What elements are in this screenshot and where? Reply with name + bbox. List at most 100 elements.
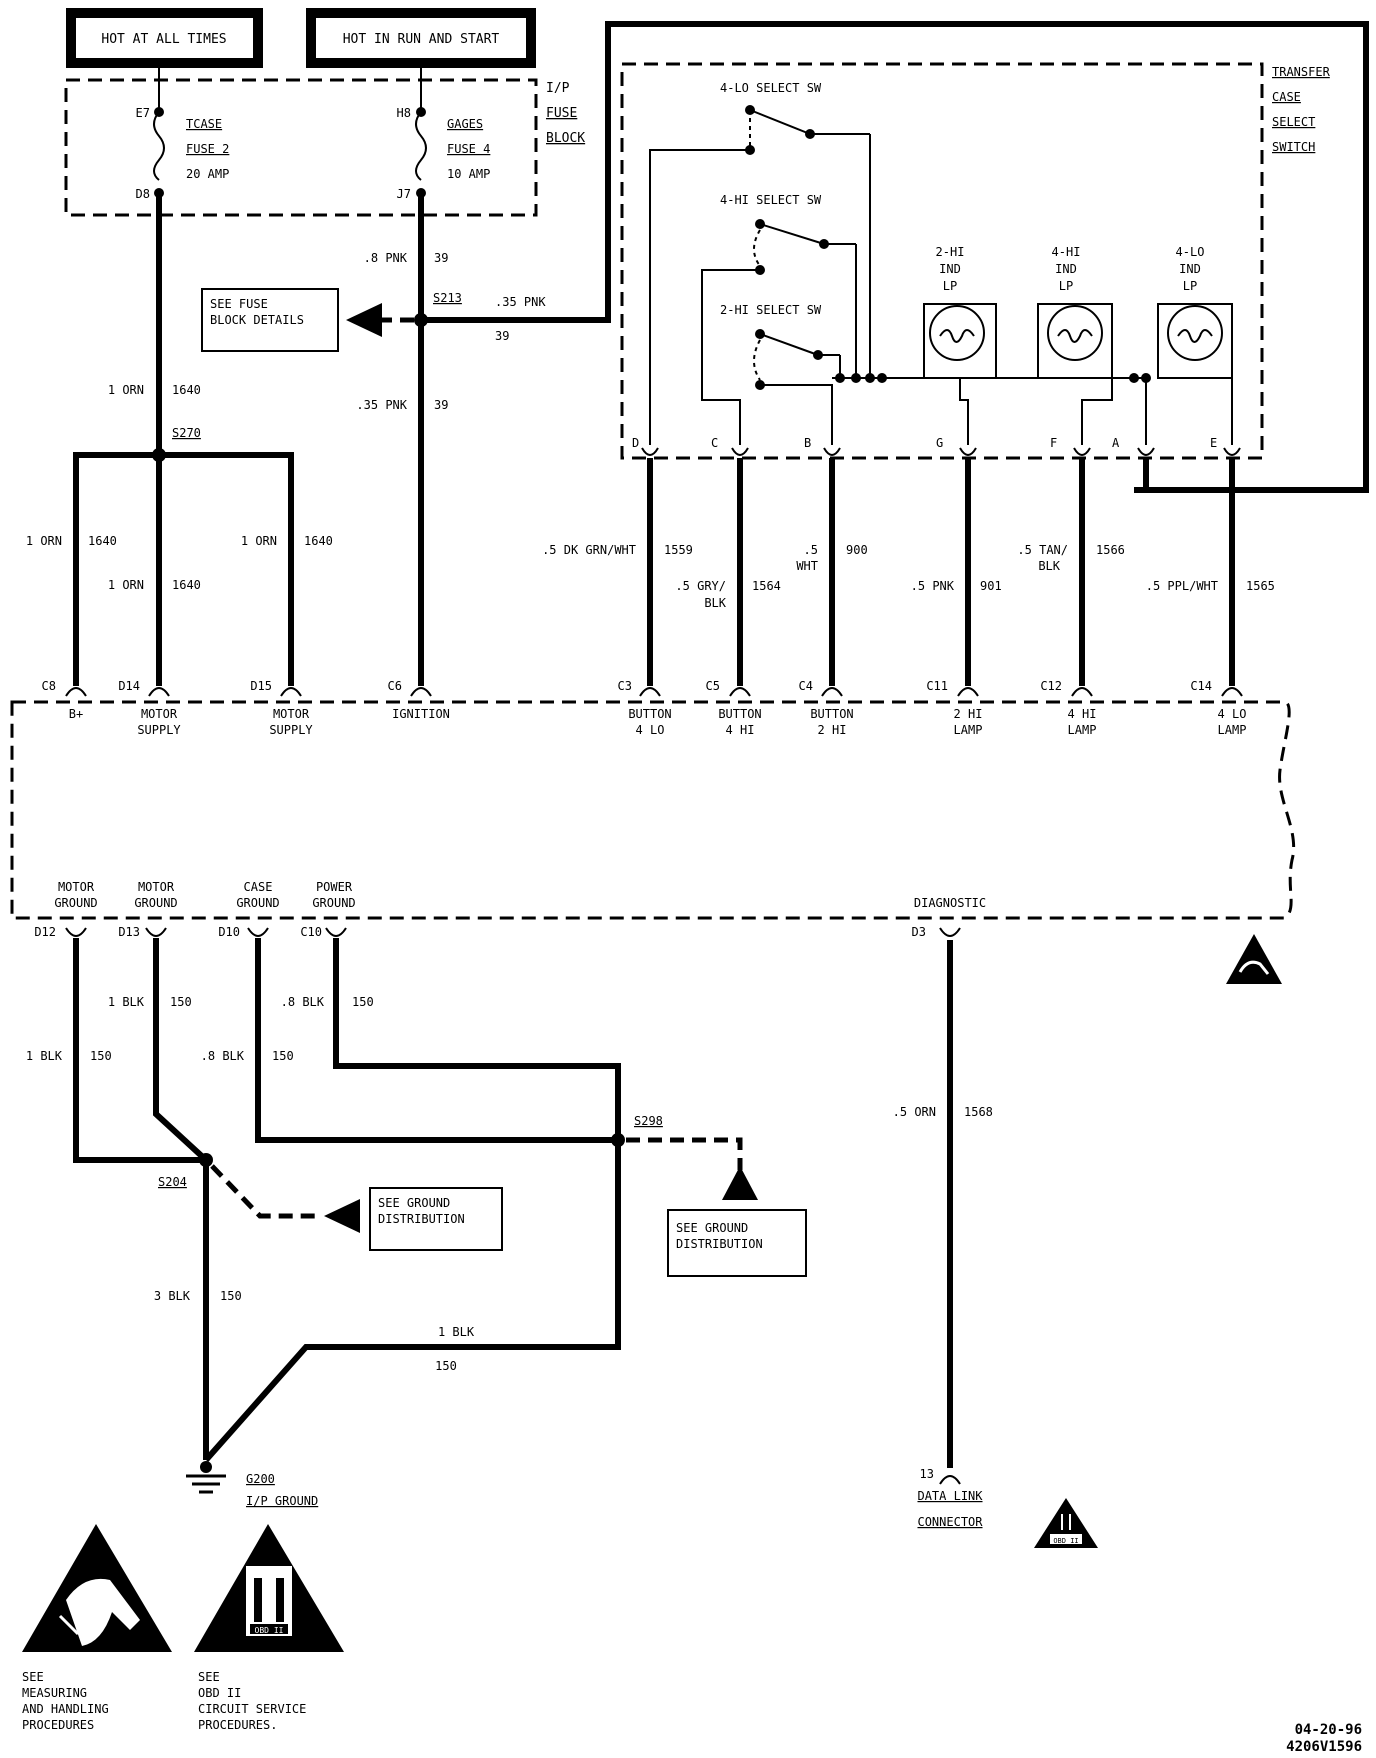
wire-1566-color: BLK [1038,559,1060,573]
label-motor-supply-1b: SUPPLY [137,723,181,737]
obd-large-label: OBD II [255,1626,284,1635]
sw-4lo-label: 4-LO SELECT SW [720,81,822,95]
fuse-details-arrow-icon [346,303,382,337]
lamp-4hi-indicator: 4-HI IND LP [1037,245,1113,445]
pin-c5: C5 [706,679,720,693]
pin-c3: C3 [618,679,632,693]
wire-d12-ground [73,938,206,1163]
switch-title-3: SELECT [1272,115,1315,129]
fuse-tcase-number: FUSE 2 [186,142,229,156]
wire-1566-circuit: 1566 [1096,543,1125,557]
transfer-case-select-switch: TRANSFER CASE SELECT SWITCH 4-LO SELECT … [620,62,1331,460]
ground-dist-1-line1: SEE GROUND [378,1196,450,1210]
ground-g200-name: I/P GROUND [246,1494,318,1508]
measuring-line1: SEE [22,1670,44,1684]
wire-pnk-8-gauge: .8 PNK [364,251,408,265]
splice-s270-label: S270 [172,426,201,440]
fuse-tcase-bottom-pin: D8 [136,187,150,201]
fuse-tcase-amp: 20 AMP [186,167,229,181]
wire-901-gauge: .5 PNK [911,579,955,593]
label-power-ground-b: GROUND [312,896,355,910]
obd-line4: PROCEDURES. [198,1718,277,1732]
label-ignition: IGNITION [392,707,450,721]
fuse-details-line-2: BLOCK DETAILS [210,313,304,327]
ground-dist-arrow-1-icon [324,1199,360,1233]
wire-orn-1640-left [73,452,159,686]
wire-c10-gauge: .8 BLK [281,995,325,1009]
lamp-4lo-line1: 4-LO [1176,245,1205,259]
wire-pnk-35-lower-circuit: 39 [434,398,448,412]
see-ground-distribution-note-1: SEE GROUND DISTRIBUTION [369,1187,503,1251]
label-power-ground-a: POWER [316,880,353,894]
switch-connectors [641,447,1241,456]
module-bottom-pin-labels: MOTOR GROUND D12 MOTOR GROUND D13 CASE G… [34,880,986,939]
wire-pin-a-feed [1134,458,1149,493]
label-button-4lo-b: 4 LO [636,723,665,737]
wire-900-gauge: .5 [804,543,818,557]
lamp-2hi-indicator: 2-HI IND LP [923,245,997,445]
fuse-block-title-3: BLOCK [546,131,585,146]
wire-1blk-gauge: 1 BLK [438,1325,475,1339]
obd-ii-large-icon: OBD II [194,1524,344,1652]
pin-d14: D14 [118,679,140,693]
wire-orn-left-gauge: 1 ORN [26,534,62,548]
wire-orn-main-gauge: 1 ORN [108,383,144,397]
measuring-line4: PROCEDURES [22,1718,94,1732]
splice-s298-dot [611,1133,625,1147]
lamp-4hi-line3: LP [1059,279,1073,293]
wire-orn-mid-circuit: 1640 [172,578,201,592]
pin-a: A [1112,436,1120,450]
sw-2hi-label: 2-HI SELECT SW [720,303,822,317]
wire-c10-ground [203,938,621,1462]
sw-4hi-label: 4-HI SELECT SW [720,193,822,207]
wire-d13-ground [153,938,209,1163]
obd-line1: SEE [198,1670,220,1684]
pin-d10: D10 [218,925,240,939]
splice-s213-label: S213 [433,291,462,305]
label-case-ground-b: GROUND [236,896,279,910]
esd-measuring-icon [22,1524,172,1652]
wire-3blk-gauge: 3 BLK [154,1289,191,1303]
label-motor-ground-2a: MOTOR [138,880,175,894]
label-motor-ground-1a: MOTOR [58,880,95,894]
pin-d12: D12 [34,925,56,939]
switch-title-4: SWITCH [1272,140,1315,154]
pin-c12: C12 [1040,679,1062,693]
lamp-4lo-line2: IND [1179,262,1201,276]
label-4lo-lamp-a: 4 LO [1218,707,1247,721]
pin-c6: C6 [388,679,402,693]
fuse-gages-amp: 10 AMP [447,167,490,181]
footer-obd-text: SEE OBD II CIRCUIT SERVICE PROCEDURES. [198,1670,306,1732]
pin-g: G [936,436,943,450]
wire-1566-gauge: .5 TAN/ [1017,543,1068,557]
pin-d3: D3 [912,925,926,939]
wire-1564-color: BLK [704,596,726,610]
fuse-block-title-2: FUSE [546,106,577,121]
wire-901-circuit: 901 [980,579,1002,593]
lamp-2hi-line1: 2-HI [936,245,965,259]
label-button-4lo-a: BUTTON [628,707,671,721]
see-fuse-block-details-note: SEE FUSE BLOCK DETAILS [201,288,339,352]
footer-date: 04-20-96 [1295,1722,1362,1738]
pin-d: D [632,436,639,450]
ground-dist-2-line2: DISTRIBUTION [676,1237,763,1251]
wire-pnk-35-lower-gauge: .35 PNK [356,398,407,412]
hot-at-all-times-label: HOT AT ALL TIMES [101,32,226,47]
splice-s298-label: S298 [634,1114,663,1128]
fuse-gages-number: FUSE 4 [447,142,490,156]
lamp-4lo-indicator: 4-LO IND LP [1145,245,1233,445]
fuse-tcase-name: TCASE [186,117,222,131]
footer-code: 4206V1596 [1286,1739,1362,1755]
wire-d12-circuit: 150 [90,1049,112,1063]
switch-title-2: CASE [1272,90,1301,104]
ground-dist-1-line2: DISTRIBUTION [378,1212,465,1226]
lamp-4hi-line1: 4-HI [1052,245,1081,259]
pin-d15: D15 [250,679,272,693]
obd-small-icon: OBD II [1034,1498,1098,1548]
see-ground-distribution-note-2: SEE GROUND DISTRIBUTION [667,1209,807,1277]
wire-pnk-39-to-switch [421,21,1369,493]
obd-line2: OBD II [198,1686,241,1700]
wire-d13-gauge: 1 BLK [108,995,145,1009]
wire-1564-circuit: 1564 [752,579,781,593]
